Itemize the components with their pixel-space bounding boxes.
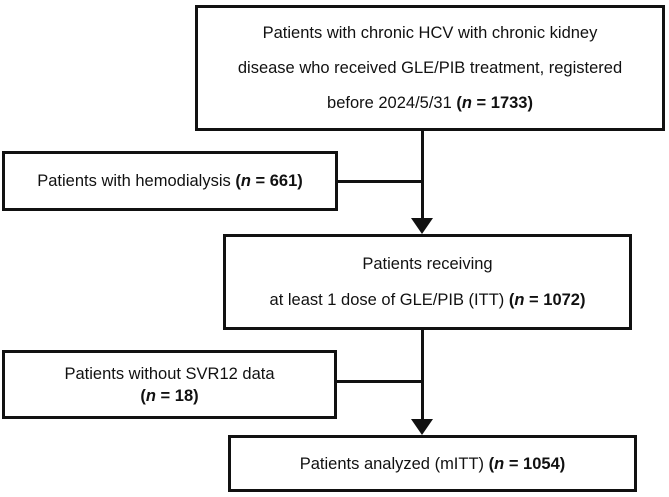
mitt-line-1: Patients analyzed (mITT) (n = 1054) <box>231 454 634 474</box>
registered-line-1: Patients with chronic HCV with chronic k… <box>198 16 662 51</box>
hemodialysis-n-value: = 661) <box>250 172 303 190</box>
registered-line-3: before 2024/5/31 (n = 1733) <box>198 86 662 121</box>
box-hemodialysis-excluded: Patients with hemodialysis (n = 661) <box>2 151 338 211</box>
box-svr12-missing-excluded: Patients without SVR12 data (n = 18) <box>2 350 337 419</box>
arrow-line-registered-to-itt <box>421 130 424 219</box>
arrow-line-itt-to-mitt <box>421 329 424 420</box>
svr12-n-symbol: n <box>145 386 156 405</box>
itt-line-2-text: at least 1 dose of GLE/PIB (ITT) <box>269 291 509 309</box>
svr12-n-open: ( <box>140 386 146 405</box>
connector-svr12-to-arrow <box>335 380 423 383</box>
arrowhead-down-icon <box>411 419 433 435</box>
box-itt-population: Patients receiving at least 1 dose of GL… <box>223 234 632 330</box>
itt-line-2: at least 1 dose of GLE/PIB (ITT) (n = 10… <box>226 282 629 318</box>
arrowhead-down-icon <box>411 218 433 234</box>
svr12-line-1: Patients without SVR12 data <box>5 363 334 385</box>
mitt-text: Patients analyzed (mITT) <box>299 454 489 473</box>
registered-line-2-text: disease who received GLE/PIB treatment, … <box>237 58 623 77</box>
registered-line-3-text: before 2024/5/31 <box>327 93 457 112</box>
mitt-n-value: = 1054) <box>504 454 566 473</box>
mitt-n-open: ( <box>488 454 495 473</box>
hemodialysis-text: Patients with hemodialysis <box>37 172 236 190</box>
itt-line-1-text: Patients receiving <box>362 255 493 273</box>
itt-line-1: Patients receiving <box>226 246 629 282</box>
registered-line-1-text: Patients with chronic HCV with chronic k… <box>262 23 598 42</box>
box-mitt-analyzed: Patients analyzed (mITT) (n = 1054) <box>228 435 637 492</box>
registered-n-value: = 1733) <box>471 93 533 112</box>
registered-line-2: disease who received GLE/PIB treatment, … <box>198 51 662 86</box>
registered-n-open: ( <box>456 93 462 112</box>
itt-n-open: ( <box>508 291 515 309</box>
registered-n-symbol: n <box>461 93 472 112</box>
hemodialysis-line-1: Patients with hemodialysis (n = 661) <box>5 171 335 191</box>
connector-hemodialysis-to-arrow <box>336 180 423 183</box>
hemodialysis-n-symbol: n <box>240 172 251 190</box>
hemodialysis-n-open: ( <box>235 172 241 190</box>
box-registered-patients: Patients with chronic HCV with chronic k… <box>195 5 665 131</box>
mitt-n-symbol: n <box>494 454 505 473</box>
svr12-line-2: (n = 18) <box>5 385 334 407</box>
itt-n-symbol: n <box>514 291 525 309</box>
itt-n-value: = 1072) <box>524 291 586 309</box>
svr12-line-1-text: Patients without SVR12 data <box>64 364 275 383</box>
svr12-n-value: = 18) <box>155 386 199 405</box>
